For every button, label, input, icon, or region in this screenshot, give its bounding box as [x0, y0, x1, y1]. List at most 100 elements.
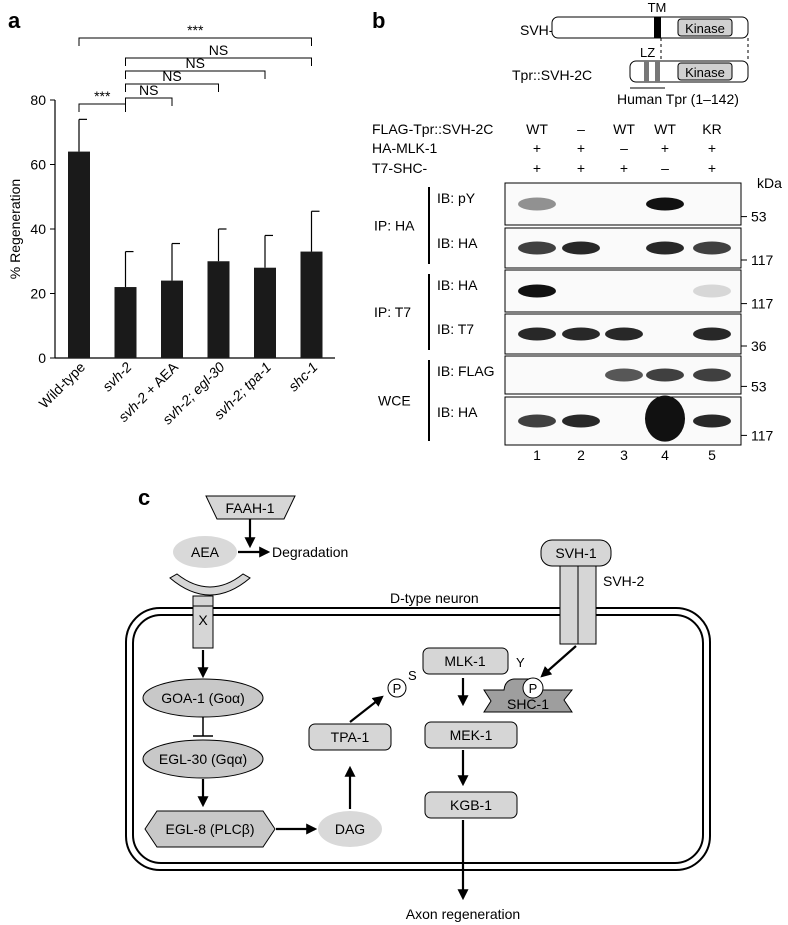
dag-label: DAG	[335, 821, 365, 837]
group-label: WCE	[378, 393, 411, 409]
condition-value: +	[577, 140, 585, 156]
goa-label: GOA-1 (Goα)	[161, 690, 245, 706]
significance-label: ***	[187, 22, 204, 38]
blot-band	[518, 241, 556, 255]
tm-label: TM	[648, 0, 667, 15]
lane-number: 1	[533, 447, 541, 463]
bar	[207, 261, 230, 358]
condition-row-label: HA-MLK-1	[372, 140, 438, 156]
significance-bracket	[125, 57, 312, 66]
lane-number: 2	[577, 447, 585, 463]
svh2-kinase-domain	[677, 18, 733, 37]
condition-value: +	[577, 160, 585, 176]
p-circle-2	[522, 677, 544, 699]
y-tick-label: 0	[38, 350, 46, 366]
significance-bracket	[78, 103, 126, 112]
mw-label: 36	[751, 338, 767, 354]
blot-band	[562, 241, 600, 255]
significance-label: NS	[162, 68, 181, 84]
mw-label: 53	[751, 378, 767, 394]
egl8-label: EGL-8 (PLCβ)	[166, 821, 255, 837]
mek-label: MEK-1	[450, 727, 493, 743]
lane-number: 5	[708, 447, 716, 463]
condition-value: WT	[613, 121, 635, 137]
condition-value: +	[708, 140, 716, 156]
faah-label: FAAH-1	[225, 500, 274, 516]
p-circle-1	[387, 678, 407, 698]
significance-label: NS	[209, 42, 228, 58]
y-tick-label: 60	[30, 157, 46, 173]
blot-band	[693, 414, 731, 428]
ib-label: IB: FLAG	[437, 363, 495, 379]
panel-c-label: c	[138, 485, 150, 510]
condition-value: +	[533, 140, 541, 156]
condition-row-label: FLAG-Tpr::SVH-2C	[372, 121, 493, 137]
ib-label: IB: pY	[437, 190, 476, 206]
panel-a-label: a	[8, 8, 21, 33]
p-label-1: P	[393, 681, 402, 696]
blot-band	[646, 241, 684, 255]
egl8-hexagon	[144, 810, 276, 848]
blot-band	[693, 241, 731, 255]
blot-band	[646, 197, 684, 211]
x-tick-label: Wild-type	[36, 359, 89, 412]
degradation-label: Degradation	[272, 544, 348, 560]
svh2-left	[559, 565, 579, 645]
ib-label: IB: T7	[437, 321, 474, 337]
ib-label: IB: HA	[437, 277, 478, 293]
blot-band	[693, 284, 731, 298]
blot-band	[562, 327, 600, 341]
axon-label: Axon regeneration	[406, 906, 520, 922]
condition-value: WT	[526, 121, 548, 137]
x-tick-rest: + AEA	[139, 358, 181, 400]
svh2-to-shc	[540, 645, 577, 678]
neuron-inner	[132, 614, 704, 864]
significance-bracket	[78, 37, 312, 46]
lane-number: 3	[620, 447, 628, 463]
blot-band	[693, 368, 731, 382]
bar	[114, 287, 137, 358]
lane-number: 4	[661, 447, 669, 463]
mw-label: 117	[751, 427, 774, 443]
ib-label: IB: HA	[437, 404, 478, 420]
condition-value: –	[577, 121, 585, 137]
bar	[300, 251, 323, 358]
svh2-name: SVH-2	[520, 22, 561, 38]
mlk-label: MLK-1	[444, 653, 485, 669]
significance-bracket	[125, 70, 266, 79]
kgb-box	[424, 791, 518, 819]
blot-band	[518, 197, 556, 211]
lz-stripe-1	[644, 61, 649, 82]
tpa-label: TPA-1	[331, 729, 370, 745]
blot-band	[562, 414, 600, 428]
significance-label: NS	[139, 82, 158, 98]
aea-label: AEA	[191, 544, 220, 560]
lz-stripe-2	[655, 61, 660, 82]
tpr-name: Tpr::SVH-2C	[512, 67, 592, 83]
tpr-kinase-label: Kinase	[685, 65, 725, 80]
blot-band	[605, 327, 643, 341]
significance-label: ***	[94, 88, 111, 104]
y-tick-label: 40	[30, 221, 46, 237]
aea-ellipse	[173, 536, 237, 568]
blot-band	[605, 368, 643, 382]
s-site-label: S	[408, 668, 417, 683]
significance-label: NS	[186, 55, 205, 71]
egl30-label: EGL-30 (Gqα)	[159, 751, 247, 767]
x-receptor-over	[192, 605, 214, 649]
panel-b-label: b	[372, 8, 385, 33]
faah-shape	[205, 495, 296, 520]
svh2-kinase-label: Kinase	[685, 21, 725, 36]
domain-diagram: SVH-2 TM Kinase LZ Tpr::SVH-2C Kinase Hu…	[512, 0, 749, 107]
y-tick-label: 20	[30, 286, 46, 302]
blot-band	[693, 327, 731, 341]
condition-value: KR	[702, 121, 721, 137]
svh1-label: SVH-1	[555, 545, 596, 561]
mw-label: 117	[751, 296, 774, 312]
tpa-box	[308, 723, 392, 751]
bar	[254, 267, 276, 358]
